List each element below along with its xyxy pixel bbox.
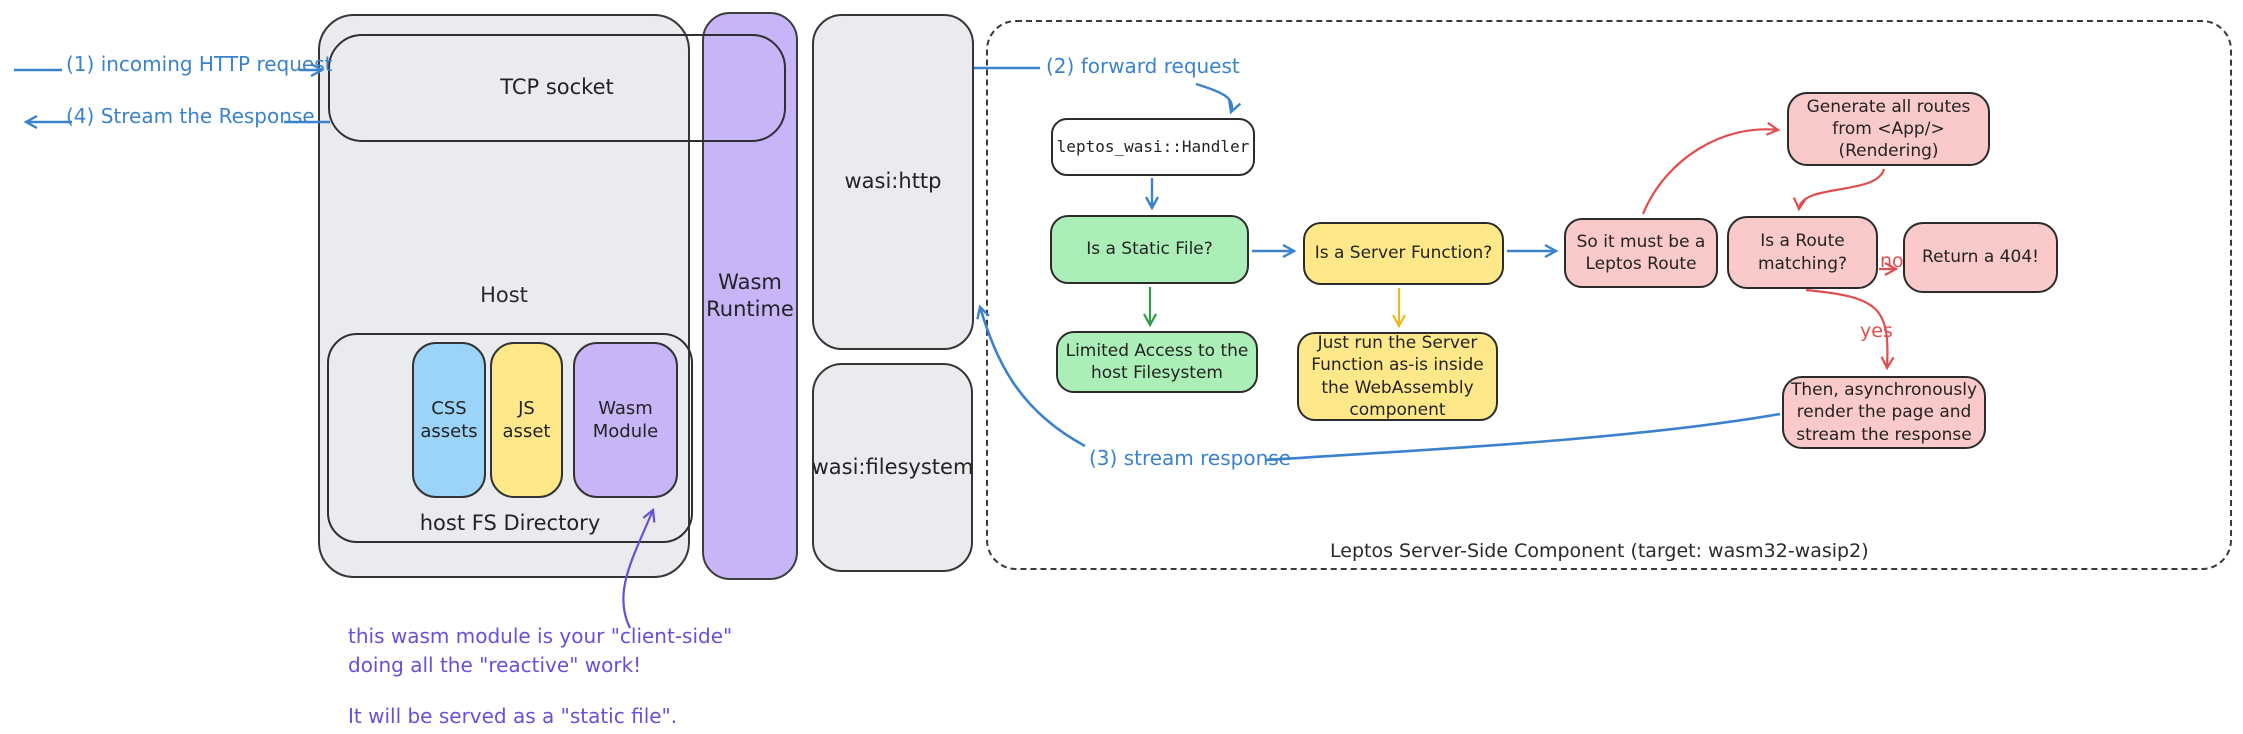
tcp-socket-label: TCP socket [500, 75, 614, 100]
node-render-stream-label: Then, asynchronously render the page and… [1790, 380, 1978, 445]
node-return-404-label: Return a 404! [1922, 247, 2039, 268]
js-asset-label: JS asset [502, 397, 551, 442]
wasi-http-box: wasi:http [812, 14, 974, 350]
js-asset-box: JS asset [490, 342, 563, 498]
node-limited-access: Limited Access to the host Filesystem [1056, 331, 1258, 393]
css-assets-box: CSS assets [412, 342, 486, 498]
node-static-file-label: Is a Static File? [1086, 239, 1213, 260]
wasm-runtime-label: Wasm Runtime [706, 269, 794, 321]
fs-directory-label: host FS Directory [419, 511, 601, 535]
fs-directory-box: host FS Directory [327, 333, 693, 543]
node-just-run-label: Just run the Server Function as-is insid… [1311, 333, 1484, 420]
stream-response-label: (3) stream response [1089, 446, 1291, 470]
edge-label-no: no [1880, 250, 1904, 272]
tcp-socket-box: TCP socket [328, 34, 786, 142]
node-route-matching-label: Is a Route matching? [1757, 231, 1848, 274]
node-static-file: Is a Static File? [1050, 215, 1249, 284]
handler-label: leptos_wasi::Handler [1056, 136, 1250, 156]
css-assets-label: CSS assets [420, 397, 478, 442]
node-render-stream: Then, asynchronously render the page and… [1782, 376, 1986, 449]
wasm-runtime-bar: Wasm Runtime [702, 12, 798, 580]
wasm-module-annotation: this wasm module is your "client-side" d… [348, 622, 768, 731]
wasm-module-box: Wasm Module [573, 342, 678, 498]
wasi-http-label: wasi:http [844, 169, 942, 194]
edge-label-yes: yes [1860, 320, 1893, 342]
stream-response-out-label: (4) Stream the Response [66, 104, 315, 128]
wasi-filesystem-box: wasi:filesystem [812, 363, 973, 572]
forward-request-label: (2) forward request [1046, 54, 1240, 78]
leptos-component-container [986, 20, 2232, 570]
node-generate-routes-label: Generate all routes from <App/> (Renderi… [1806, 96, 1971, 162]
wasm-module-label: Wasm Module [592, 397, 659, 442]
node-just-run: Just run the Server Function as-is insid… [1297, 332, 1498, 421]
node-route-matching: Is a Route matching? [1727, 216, 1878, 289]
node-return-404: Return a 404! [1903, 222, 2058, 293]
annotation-line-3: It will be served as a "static file". [348, 704, 678, 728]
node-generate-routes: Generate all routes from <App/> (Renderi… [1787, 92, 1990, 166]
node-server-fn: Is a Server Function? [1303, 222, 1504, 285]
node-server-fn-label: Is a Server Function? [1314, 243, 1493, 264]
annotation-line-2: doing all the "reactive" work! [348, 653, 642, 677]
annotation-line-1: this wasm module is your "client-side" [348, 624, 733, 648]
incoming-request-label: (1) incoming HTTP request [66, 52, 333, 76]
handler-box: leptos_wasi::Handler [1051, 118, 1255, 176]
node-leptos-route: So it must be a Leptos Route [1564, 218, 1718, 288]
wasi-filesystem-label: wasi:filesystem [811, 454, 974, 479]
node-leptos-route-label: So it must be a Leptos Route [1576, 231, 1706, 274]
node-limited-access-label: Limited Access to the host Filesystem [1065, 340, 1249, 383]
leptos-component-caption: Leptos Server-Side Component (target: wa… [1330, 540, 1869, 562]
host-label: Host [480, 283, 528, 307]
